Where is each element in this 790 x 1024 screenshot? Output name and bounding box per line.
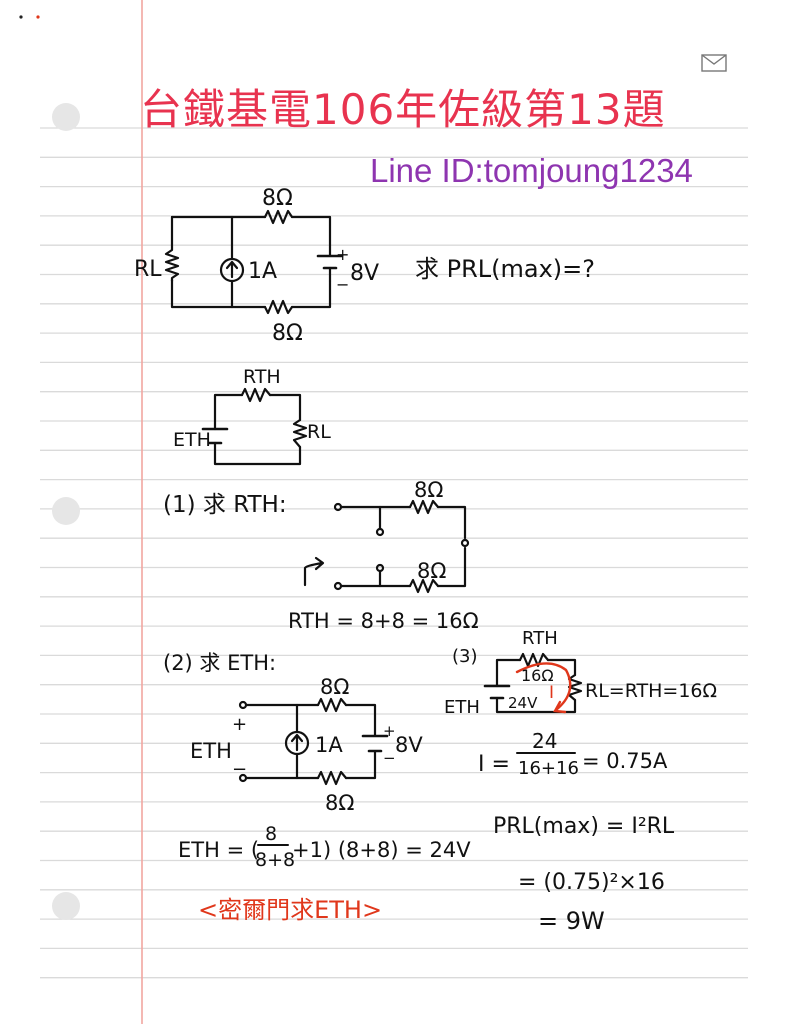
step2-minus-sign: − <box>232 759 247 780</box>
step3-i-lhs: I = <box>478 752 510 777</box>
step3-eth-value: 24V <box>508 694 538 712</box>
step3-rth-value: 16Ω <box>521 666 554 685</box>
step3-p-line-1: PRL(max) = I²RL <box>493 814 675 839</box>
c1-r-bottom-label: 8Ω <box>272 321 303 346</box>
step1-result: RTH = 8+8 = 16Ω <box>288 609 479 633</box>
resistor-top <box>263 209 294 225</box>
step1-r-bottom-label: 8Ω <box>417 559 446 583</box>
circuit-1 <box>164 209 344 315</box>
resistor-bottom <box>263 299 294 315</box>
step2-eq-rest: +1) (8+8) = 24V <box>292 838 471 862</box>
c1-minus-sign: − <box>336 275 349 294</box>
step3-i-denominator: 16+16 <box>518 758 579 779</box>
step2-eq-denominator: 8+8 <box>255 849 295 871</box>
resistor-rl <box>164 215 180 283</box>
punch-hole <box>52 497 80 525</box>
c1-rl-label: RL <box>134 257 162 282</box>
page-title: 台鐵基電106年佐級第13題 <box>140 85 666 134</box>
step2-millman-note: <密爾門求ETH> <box>198 896 382 924</box>
step2-minus-sign-2: − <box>383 749 396 767</box>
step1-heading: (1) 求 RTH: <box>163 492 287 518</box>
thevenin-eth-label: ETH <box>173 429 211 451</box>
step2-r-top-label: 8Ω <box>320 675 349 699</box>
step2-circuit <box>238 697 389 846</box>
c1-current-label: 1A <box>248 259 277 284</box>
step2-eth-label: ETH <box>190 739 232 763</box>
step2-plus-sign: + <box>232 714 247 735</box>
step3-i-numerator: 24 <box>532 729 557 753</box>
step2-r-bottom-label: 8Ω <box>325 791 354 815</box>
step1-r-top-label: 8Ω <box>414 478 443 502</box>
step3-eth-label: ETH <box>444 697 480 718</box>
step2-current-label: 1A <box>315 733 343 757</box>
thevenin-circuit <box>201 387 308 466</box>
step1-circuit <box>303 499 470 594</box>
envelope-icon[interactable] <box>701 54 727 72</box>
step3-current-label: I <box>549 683 554 703</box>
step2-plus-sign-2: + <box>383 722 396 740</box>
corner-dots <box>19 15 40 19</box>
step3-rth-label: RTH <box>522 628 558 649</box>
step2-voltage-label: 8V <box>395 733 423 757</box>
current-loop-annotation <box>515 662 572 714</box>
line-id-label: Line ID:tomjoung1234 <box>370 152 693 189</box>
step2-heading: (2) 求 ETH: <box>163 651 276 675</box>
c1-voltage-label: 8V <box>350 261 379 286</box>
step2-eq-lhs: ETH = ( <box>178 838 259 862</box>
step3-p-line-3: = 9W <box>538 907 605 935</box>
thevenin-rl-label: RL <box>307 421 331 443</box>
step3-rl-equation: RL=RTH=16Ω <box>585 680 717 702</box>
c1-question: 求 PRL(max)=? <box>415 255 595 283</box>
step3-i-rhs: = 0.75A <box>582 749 668 773</box>
c1-r-top-label: 8Ω <box>262 186 293 211</box>
thevenin-rth-label: RTH <box>243 366 281 388</box>
current-source <box>219 257 245 283</box>
punch-hole <box>52 892 80 920</box>
c1-plus-sign: + <box>336 245 349 264</box>
ruled-lines <box>40 127 748 979</box>
step3-heading: (3) <box>452 646 478 667</box>
step2-eq-numerator: 8 <box>265 823 277 845</box>
punch-hole <box>52 103 80 131</box>
arrow-mark <box>303 556 325 587</box>
step3-p-line-2: = (0.75)²×16 <box>518 870 665 895</box>
